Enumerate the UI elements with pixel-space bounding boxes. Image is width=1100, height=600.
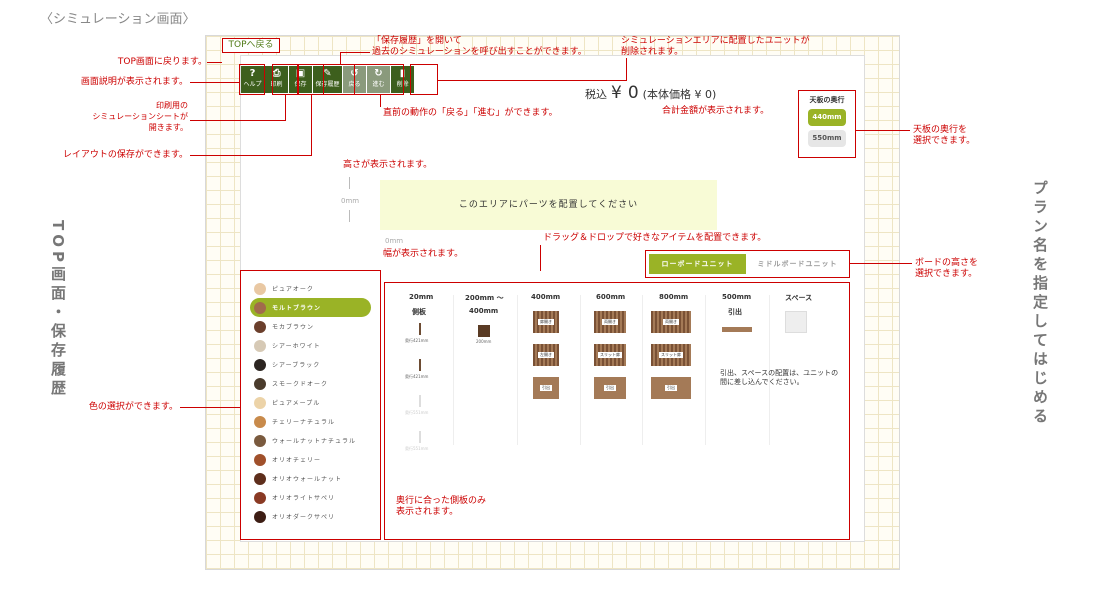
color-panel: ピュアオーク モルトブラウン モカブラウン シアーホワイト シアーブラック スモ… <box>240 270 381 540</box>
color-item[interactable]: オリオチェリー <box>250 450 371 469</box>
swatch-11 <box>254 491 266 504</box>
highlight-save <box>298 64 324 95</box>
color-item[interactable]: スモークドオーク <box>250 374 371 393</box>
color-item[interactable]: チェリーナチュラル <box>250 412 371 431</box>
delete-button[interactable]: ▮削除 <box>391 66 414 93</box>
print-button[interactable]: ⎙印刷 <box>265 66 288 93</box>
price-display: 税込¥0(本体価格 ¥ 0) <box>585 83 717 103</box>
color-item[interactable]: ウォールナットナチュラル <box>250 431 371 450</box>
annotation-delete: シミュレーションエリアに配置したユニットが 削除されます。 <box>621 36 810 57</box>
annotation-color: 色の選択ができます。 <box>88 402 178 412</box>
annotation-total: 合計金額が表示されます。 <box>662 106 770 116</box>
swatch-0 <box>254 282 266 295</box>
width-value: 0mm <box>385 237 404 245</box>
unit-600-drawer[interactable]: 引出 <box>594 377 626 399</box>
swatch-1 <box>254 301 266 314</box>
depth-selector: 天板の奥行 440mm 550mm <box>798 90 856 158</box>
space-part[interactable] <box>785 311 807 333</box>
height-indicator <box>349 177 350 189</box>
side-panel-part-disabled <box>419 431 421 443</box>
swatch-2 <box>254 320 266 333</box>
annotation-height: 高さが表示されます。 <box>343 160 433 170</box>
tab-middle-board[interactable]: ミドルボードユニット <box>757 260 838 268</box>
swatch-6 <box>254 396 266 409</box>
help-button[interactable]: ?ヘルプ <box>241 66 264 93</box>
history-button[interactable]: ✎保存履歴 <box>313 66 342 93</box>
swatch-5 <box>254 377 266 390</box>
annotation-undo: 直前の動作の「戻る」「進む」ができます。 <box>383 108 558 118</box>
highlight-history <box>323 64 355 95</box>
top-back-button[interactable]: TOPへ戻る <box>222 38 280 53</box>
price-amount: 0 <box>627 83 639 103</box>
screen-title: 〈シミュレーション画面〉 <box>40 12 196 27</box>
redo-icon: ↻ <box>374 68 383 79</box>
swatch-12 <box>254 510 266 523</box>
parts-panel: 20mm 200mm ～ 400mm 600mm 800mm 500mm スペー… <box>384 282 850 540</box>
annotation-save: レイアウトの保存ができます。 <box>62 150 188 160</box>
color-item[interactable]: オリオライトサペリ <box>250 488 371 507</box>
height-indicator-bottom <box>349 210 350 222</box>
board-tabs: ローボードユニット ミドルボードユニット <box>645 250 850 278</box>
help-icon: ? <box>249 68 256 79</box>
annotation-print: 印刷用の シミュレーションシートが 開きます。 <box>92 101 188 132</box>
swatch-8 <box>254 434 266 447</box>
unit-200-part[interactable] <box>478 325 490 337</box>
paperclip-icon: ✎ <box>323 68 332 79</box>
save-icon: ▣ <box>295 68 306 79</box>
side-panel-part[interactable] <box>419 323 421 335</box>
unit-600-slit[interactable]: スリット扉 <box>594 344 626 366</box>
highlight-undo-redo <box>354 64 404 95</box>
swatch-10 <box>254 472 266 485</box>
print-icon: ⎙ <box>272 68 281 79</box>
unit-800-drawer[interactable]: 引出 <box>651 377 691 399</box>
annotation-drag: ドラッグ＆ドロップで好きなアイテムを配置できます。 <box>543 233 767 243</box>
annotation-history: 「保存履歴」を開いて 過去のシミュレーションを呼び出すことができます。 <box>372 36 587 57</box>
unit-400-left[interactable]: 左開き <box>533 344 559 366</box>
right-side-title: プラン名を指定してはじめる <box>1031 180 1049 427</box>
side-panel-part-disabled <box>419 395 421 407</box>
highlight-print <box>272 64 298 95</box>
annotation-side-only: 奥行に合った側板のみ 表示されます。 <box>396 496 487 517</box>
swatch-4 <box>254 358 266 371</box>
unit-800-both[interactable]: 両開き <box>651 311 691 333</box>
unit-400-drawer[interactable]: 引出 <box>533 377 559 399</box>
unit-600-both[interactable]: 両開き <box>594 311 626 333</box>
color-item[interactable]: シアーホワイト <box>250 336 371 355</box>
swatch-3 <box>254 339 266 352</box>
drop-area[interactable]: このエリアにパーツを配置してください <box>380 180 717 230</box>
highlight-delete <box>410 64 438 95</box>
color-item[interactable]: ピュアオーク <box>250 279 371 298</box>
annotation-help: 画面説明が表示されます。 <box>80 77 188 87</box>
color-item[interactable]: シアーブラック <box>250 355 371 374</box>
swatch-9 <box>254 453 266 466</box>
depth-550-button[interactable]: 550mm <box>808 130 846 147</box>
annotation-width: 幅が表示されます。 <box>383 249 464 259</box>
color-item[interactable]: モカブラウン <box>250 317 371 336</box>
depth-440-button[interactable]: 440mm <box>808 109 846 126</box>
annotation-depth: 天板の奥行を 選択できます。 <box>913 125 976 146</box>
color-item[interactable]: ピュアメープル <box>250 393 371 412</box>
tab-low-board[interactable]: ローボードユニット <box>649 254 746 274</box>
annotation-board: ボードの高さを 選択できます。 <box>915 258 979 279</box>
redo-button[interactable]: ↻進む <box>367 66 390 93</box>
annotation-top: TOP画面に戻ります。 <box>117 57 207 67</box>
save-button[interactable]: ▣保存 <box>289 66 312 93</box>
drawer-space-note: 引出、スペースの配置は、ユニットの間に差し込んでください。 <box>720 369 839 386</box>
color-item[interactable]: オリオウォールナット <box>250 469 371 488</box>
height-value: 0mm <box>341 197 360 205</box>
color-item-selected[interactable]: モルトブラウン <box>250 298 371 317</box>
left-side-title: TOP画面・保存履歴 <box>49 220 67 399</box>
highlight-help <box>239 64 265 95</box>
unit-800-slit[interactable]: スリット扉 <box>651 344 691 366</box>
color-item[interactable]: オリオダークサペリ <box>250 507 371 526</box>
trash-icon: ▮ <box>399 68 406 79</box>
side-panel-part[interactable] <box>419 359 421 371</box>
swatch-7 <box>254 415 266 428</box>
drawer-500-part[interactable] <box>722 327 752 332</box>
unit-400-open[interactable]: 扉開き <box>533 311 559 333</box>
